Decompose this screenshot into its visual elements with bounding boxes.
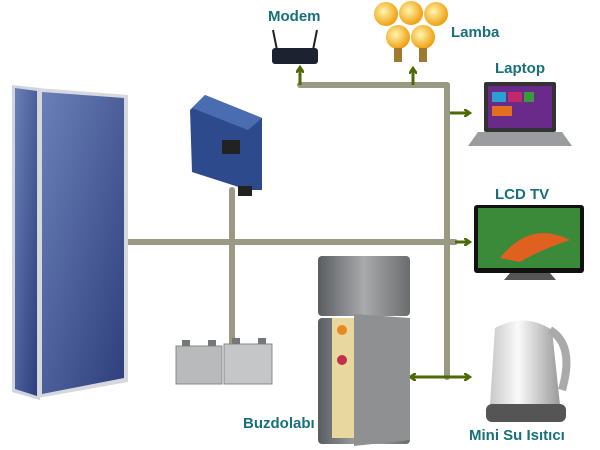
fridge-icon (318, 256, 410, 446)
lamp-label: Lamba (451, 24, 500, 41)
inverter-icon (190, 95, 262, 196)
kettle-label: Mini Su Isıtıcı (469, 427, 565, 444)
wiring (125, 82, 458, 380)
battery-icon (175, 338, 273, 385)
power-arrows (300, 68, 469, 377)
fridge-label: Buzdolabı (243, 415, 315, 432)
kettle-icon (486, 320, 571, 422)
lamp-icon (374, 1, 448, 62)
modem-label: Modem (268, 8, 321, 25)
solar-panel-icon (12, 85, 128, 400)
modem-icon (272, 29, 318, 64)
tv-label: LCD TV (495, 186, 550, 203)
tv-icon (474, 205, 584, 280)
laptop-label: Laptop (495, 60, 545, 77)
laptop-icon (468, 82, 572, 146)
